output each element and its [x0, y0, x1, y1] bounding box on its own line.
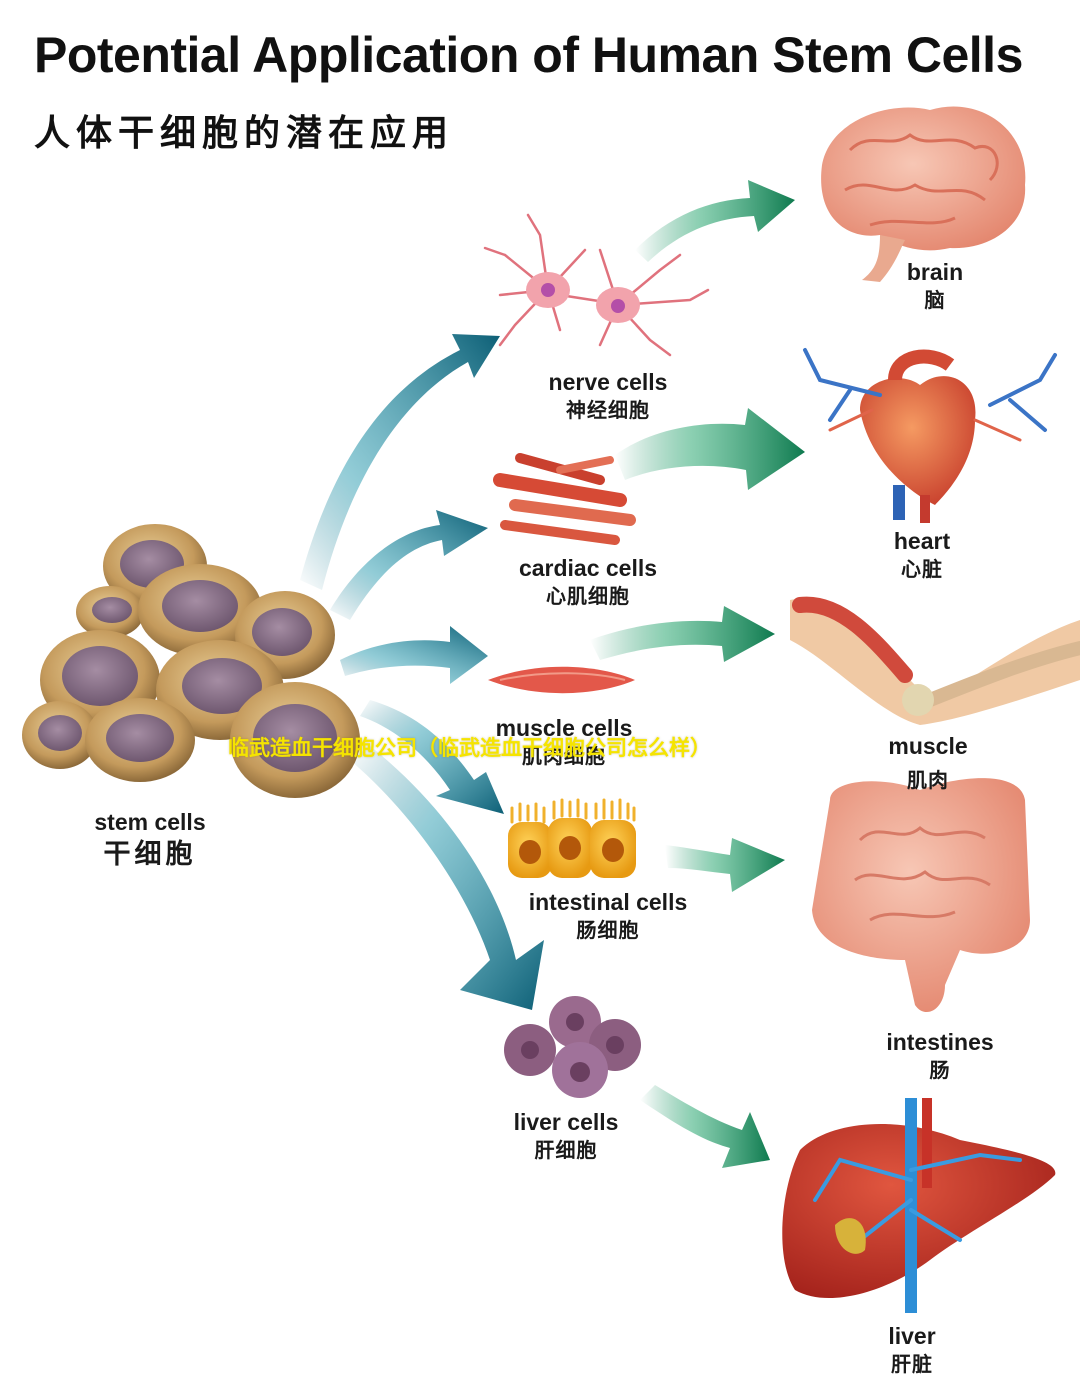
nerve-cell-bodies [526, 272, 640, 323]
label-muscle-cells-en: muscle cells [495, 715, 633, 741]
page-title: Potential Application of Human Stem Cell… [34, 27, 1023, 83]
label-nerve-cells-en: nerve cells [548, 369, 668, 395]
label-cardiac-cells: cardiac cells 心肌细胞 [519, 554, 657, 610]
label-muscle-cells: muscle cells 肌肉细胞 [496, 714, 633, 770]
label-intestinal-cells-zh: 肠细胞 [576, 918, 640, 942]
heart-illustration [803, 348, 1057, 523]
watermark-text: 临武造血干细胞公司（临武造血干细胞公司怎么样） [228, 736, 711, 760]
label-brain-zh: 脑 [924, 288, 946, 312]
label-muscle-zh: 肌肉 [906, 768, 949, 792]
label-muscle: muscle 肌肉 [888, 732, 967, 794]
label-muscle-en: muscle [888, 733, 968, 759]
arrow-to-nerve-cells [300, 334, 500, 590]
muscle-cells-illustration [488, 666, 635, 694]
label-heart-en: heart [893, 528, 951, 554]
label-nerve-cells: nerve cells 神经细胞 [549, 368, 668, 424]
arrow-to-heart [615, 408, 805, 490]
intestinal-cells-illustration [508, 798, 636, 878]
label-intestinal-cells: intestinal cells 肠细胞 [529, 888, 688, 944]
label-muscle-cells-zh: 肌肉细胞 [522, 744, 606, 768]
label-cardiac-cells-en: cardiac cells [518, 555, 658, 581]
label-cardiac-cells-zh: 心肌细胞 [545, 584, 630, 608]
label-brain-en: brain [906, 259, 964, 285]
liver-cells-illustration [504, 996, 641, 1098]
label-stem-cells-en: stem cells [94, 809, 206, 835]
arrow-to-liver [640, 1085, 770, 1168]
label-liver-cells-en: liver cells [513, 1109, 619, 1135]
stem-cells-illustration [22, 524, 360, 798]
arrow-to-brain [635, 180, 795, 262]
label-brain: brain 脑 [907, 258, 963, 314]
label-liver-zh: 肝脏 [890, 1352, 933, 1376]
arrow-to-muscle [590, 606, 775, 662]
liver-illustration [782, 1098, 1056, 1313]
label-liver-en: liver [888, 1323, 936, 1349]
label-liver: liver 肝脏 [888, 1322, 935, 1378]
arrow-to-intestinal-cells [360, 700, 504, 814]
label-intestines-zh: 肠 [929, 1058, 951, 1082]
cardiac-cells-illustration [493, 453, 636, 545]
label-intestinal-cells-en: intestinal cells [528, 889, 688, 915]
label-stem-cells-zh: 干细胞 [103, 839, 197, 870]
muscle-illustration [790, 596, 1080, 725]
arrow-to-cardiac-cells [330, 510, 488, 620]
label-heart: heart 心脏 [894, 527, 950, 583]
arrow-to-muscle-cells [340, 626, 488, 684]
label-intestines-en: intestines [886, 1029, 994, 1055]
brain-illustration [821, 106, 1026, 282]
label-liver-cells-zh: 肝细胞 [534, 1138, 598, 1162]
label-intestines: intestines 肠 [886, 1028, 993, 1084]
label-heart-zh: 心脏 [901, 557, 943, 581]
page-subtitle: 人体干细胞的潜在应用 [34, 113, 455, 154]
arrow-to-liver-cells [350, 746, 544, 1010]
label-nerve-cells-zh: 神经细胞 [565, 398, 650, 422]
arrow-to-intestines [665, 838, 785, 892]
label-stem-cells: stem cells 干细胞 [94, 808, 205, 874]
label-liver-cells: liver cells 肝细胞 [514, 1108, 619, 1164]
intestines-illustration [812, 778, 1030, 1013]
